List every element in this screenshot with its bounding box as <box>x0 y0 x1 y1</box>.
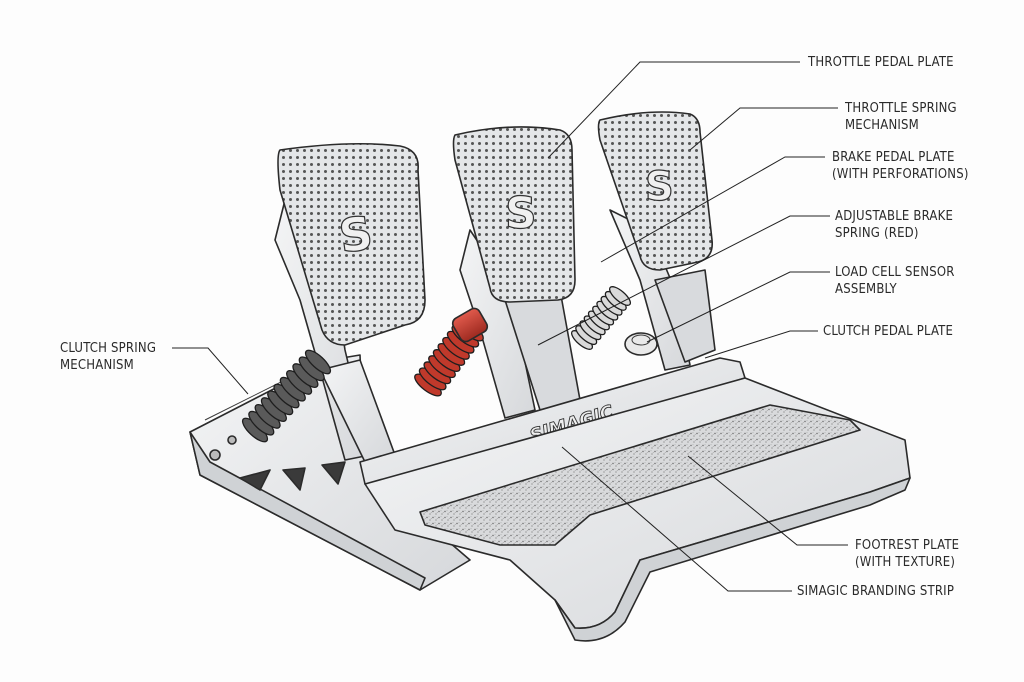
label-brake-pedal-plate: BRAKE PEDAL PLATE (WITH PERFORATIONS) <box>832 150 969 182</box>
label-clutch-pedal-plate: CLUTCH PEDAL PLATE <box>823 324 954 339</box>
label-brake-spring: ADJUSTABLE BRAKE SPRING (RED) <box>835 209 954 241</box>
throttle-spring <box>570 286 632 350</box>
leader-lines <box>172 61 848 592</box>
brake-logo-icon: S <box>505 188 537 239</box>
label-clutch-spring: CLUTCH SPRING MECHANISM <box>60 341 157 373</box>
load-cell-sensor <box>624 332 658 356</box>
label-load-cell: LOAD CELL SENSOR ASSEMBLY <box>835 265 955 297</box>
brake-pedal-plate: S <box>452 126 576 303</box>
label-footrest: FOOTREST PLATE (WITH TEXTURE) <box>855 538 960 570</box>
label-branding-strip: SIMAGIC BRANDING STRIP <box>797 584 955 599</box>
footrest-plate <box>364 377 911 642</box>
throttle-logo-icon: S <box>645 164 674 210</box>
clutch-logo-icon: S <box>336 205 376 263</box>
throttle-pedal-arm <box>609 209 716 371</box>
label-throttle-pedal-plate: THROTTLE PEDAL PLATE <box>808 55 954 70</box>
label-throttle-spring: THROTTLE SPRING MECHANISM <box>845 101 957 133</box>
brake-spring-red <box>414 307 489 397</box>
clutch-spring <box>241 349 332 443</box>
throttle-pedal-plate: S <box>597 111 714 271</box>
clutch-pedal-plate: S <box>277 142 426 346</box>
